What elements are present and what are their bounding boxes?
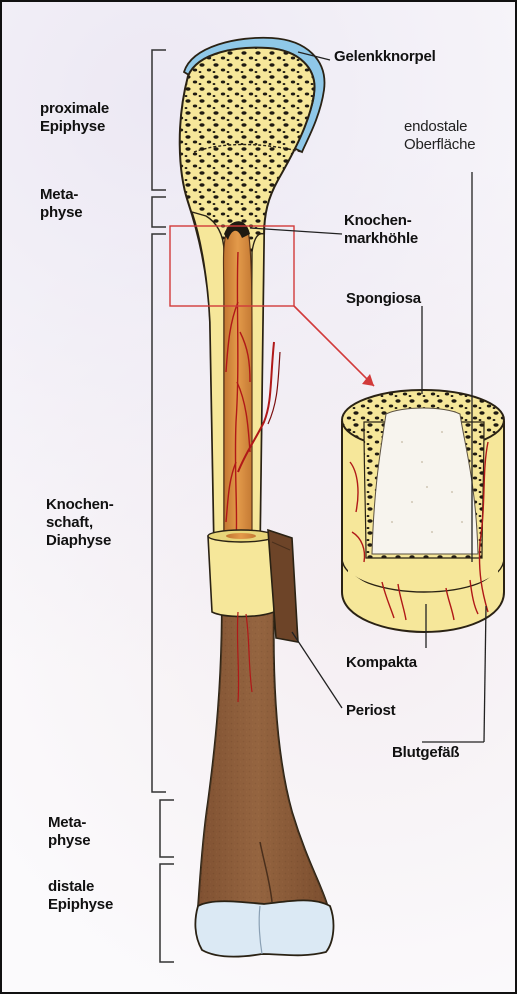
label-kompakta: Kompakta <box>346 654 417 672</box>
bracket-diaphyse <box>152 234 166 792</box>
label-spongiosa: Spongiosa <box>346 290 421 308</box>
label-distale-epiphyse: distale Epiphyse <box>48 878 113 914</box>
label-knochenschaft-diaphyse: Knochen- schaft, Diaphyse <box>46 496 114 550</box>
label-knochenmarkhoehle: Knochen- markhöhle <box>344 212 418 248</box>
bracket-proximal-epiphyse <box>152 50 166 190</box>
cross-section-detail <box>342 390 504 632</box>
label-metaphyse-bottom: Meta- physe <box>48 814 90 850</box>
pointer-periost <box>292 632 342 708</box>
region-brackets <box>152 50 174 962</box>
label-gelenkknorpel: Gelenkknorpel <box>334 48 436 66</box>
label-periost: Periost <box>346 702 395 720</box>
label-blutgefaess: Blutgefäß <box>392 744 459 762</box>
distal-cartilage <box>195 900 333 956</box>
bracket-distal-epiphyse <box>160 864 174 962</box>
bracket-metaphyse-top <box>152 197 166 227</box>
label-endostale-oberflaeche: endostale Oberfläche <box>404 118 475 154</box>
label-proximale-epiphyse: proximale Epiphyse <box>40 100 109 136</box>
detail-callout-arrow <box>294 306 374 386</box>
bracket-metaphyse-bottom <box>160 800 174 857</box>
label-metaphyse-top: Meta- physe <box>40 186 82 222</box>
pointer-blutgefaess <box>484 606 486 742</box>
cortical-wall-left <box>192 212 224 542</box>
cut-cortex-sleeve <box>208 532 274 617</box>
